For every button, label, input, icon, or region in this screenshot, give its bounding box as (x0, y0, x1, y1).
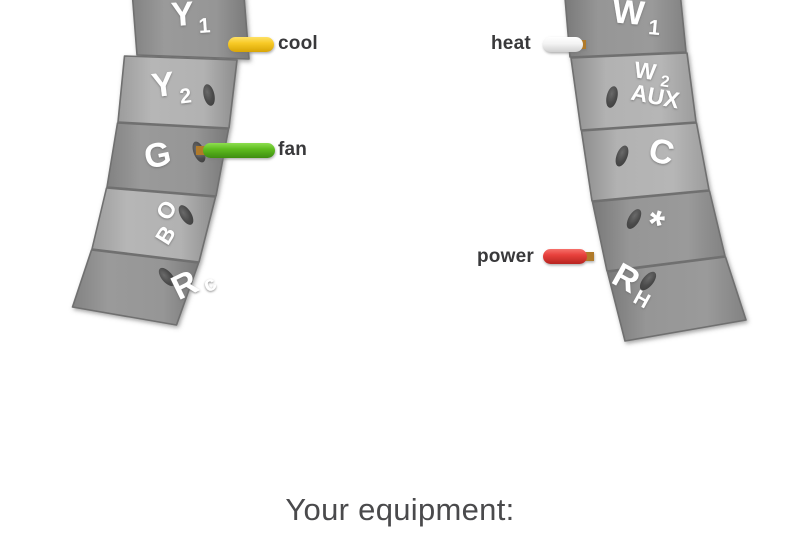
page-title: Your equipment: (285, 492, 515, 527)
svg-text:c: c (200, 271, 221, 297)
wire-heat-jacket (543, 37, 583, 52)
terminal-segment-w1[interactable] (564, 0, 687, 58)
segment-text-w1: W 1 (611, 0, 662, 40)
segment-text-w2-aux: W 2 AUX (629, 56, 682, 113)
wire-cool-jacket (228, 37, 274, 52)
terminal-segment-c[interactable] (580, 122, 710, 202)
wire-label-fan: fan (278, 139, 308, 160)
svg-text:1: 1 (198, 14, 212, 38)
terminal-segment-y1[interactable] (131, 0, 250, 60)
segment-text-y2: Y 2 (150, 65, 193, 109)
svg-text:Y: Y (150, 65, 177, 106)
terminal-hole-rh (639, 271, 657, 291)
terminal-segment-w2-aux[interactable] (570, 52, 697, 131)
svg-text:W: W (611, 0, 647, 33)
wire-power[interactable] (543, 249, 594, 264)
wire-label-cool: cool (278, 33, 318, 54)
segment-text-y1: Y 1 (170, 0, 212, 38)
svg-text:2: 2 (659, 73, 670, 91)
wire-label-power: power (477, 246, 534, 267)
terminal-hole-y2 (203, 84, 215, 106)
wire-fan-jacket (203, 143, 275, 158)
wire-heat[interactable] (543, 37, 586, 52)
terminal-segment-rc[interactable] (71, 249, 200, 326)
svg-text:2: 2 (178, 84, 192, 108)
terminal-segment-star[interactable] (591, 190, 726, 272)
terminal-hole-rc (158, 267, 176, 287)
terminal-hole-w2 (606, 86, 618, 108)
terminal-segment-rh[interactable] (606, 256, 747, 342)
wire-label-heat: heat (491, 33, 531, 54)
cooling-connector-block (71, 0, 250, 326)
terminal-hole-ob (178, 205, 194, 225)
svg-text:1: 1 (647, 16, 661, 40)
svg-text:W: W (633, 56, 658, 85)
terminal-hole-c (615, 145, 629, 167)
wire-fan[interactable] (196, 143, 275, 158)
terminal-segment-y2[interactable] (117, 55, 238, 129)
wire-cool[interactable] (228, 37, 274, 52)
svg-text:Y: Y (170, 0, 196, 34)
wire-power-jacket (543, 249, 587, 264)
terminal-segment-ob[interactable] (91, 187, 217, 263)
heating-connector-block (564, 0, 747, 342)
terminal-hole-star (626, 209, 642, 229)
